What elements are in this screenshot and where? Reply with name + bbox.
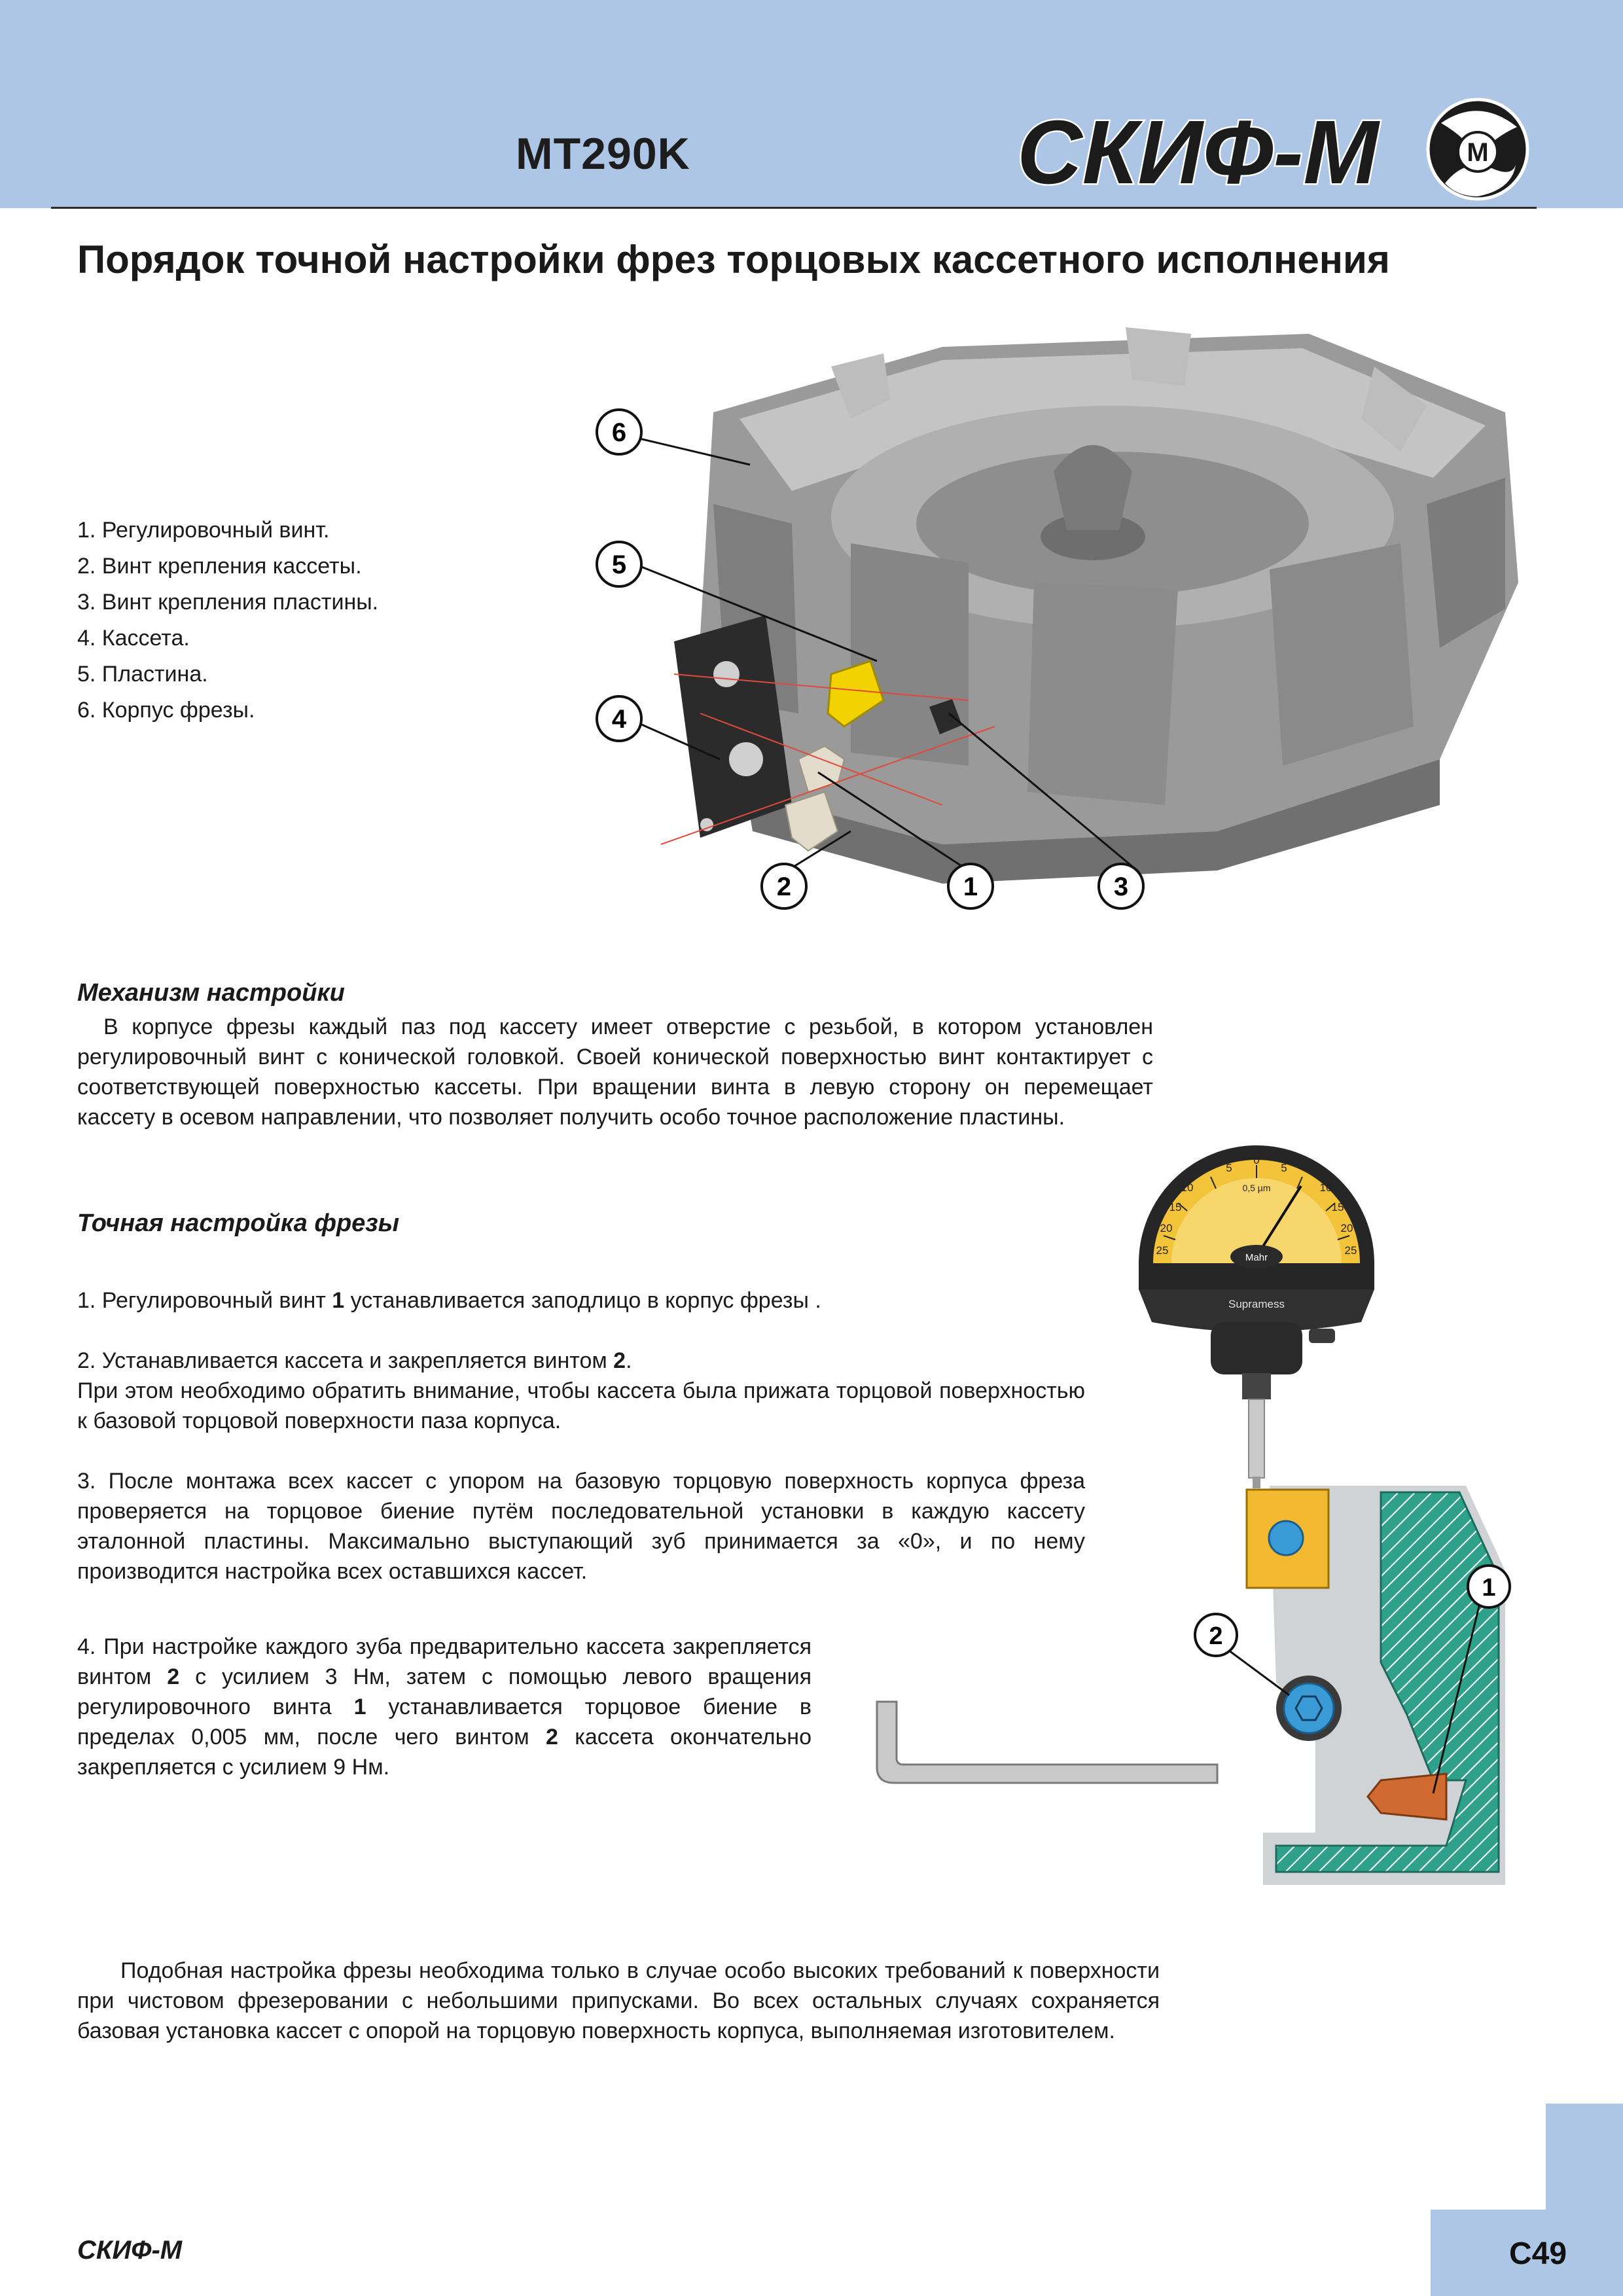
mechanism-title: Механизм настройки: [77, 979, 345, 1007]
step-2: 2. Устанавливается кассета и закрепляетс…: [77, 1346, 1085, 1436]
step-4-text: устанавливается торцовое биение в предел…: [77, 1695, 812, 1749]
parts-legend: 1. Регулировочный винт. 2. Винт креплени…: [77, 512, 548, 728]
callout-2-label: 2: [777, 872, 791, 901]
legend-item: 1. Регулировочный винт.: [77, 518, 330, 543]
precise-setup-title: Точная настройка фрезы: [77, 1210, 400, 1237]
cutter-exploded-figure: 6 5 4 2 1 3: [596, 327, 1518, 910]
dial-brand: Mahr: [1245, 1252, 1268, 1263]
leader-lines: [628, 435, 1139, 873]
section-leader-lines: [1223, 1590, 1484, 1794]
callout-6: 6: [596, 408, 643, 456]
brand-logo: СКИФ-М М: [1016, 98, 1529, 203]
page-number: C49: [1509, 2236, 1567, 2271]
dial-label: 10: [1320, 1181, 1332, 1194]
model-code: MT290K: [516, 129, 690, 179]
insert-screw-illustration: [929, 699, 962, 734]
cassette-illustration: [674, 615, 792, 838]
brand-logo-text: СКИФ-М: [1017, 102, 1380, 203]
brand-emblem-icon: М: [1426, 98, 1529, 201]
assembly-axis-lines: [660, 673, 995, 845]
step-4: 4. При настройке каждого зуба предварите…: [77, 1632, 812, 1782]
brand-emblem-letter: М: [1467, 138, 1488, 167]
step-2-text: 2. Устанавливается кассета и закрепляетс…: [77, 1348, 614, 1373]
dial-label: 5: [1281, 1162, 1287, 1174]
callout-2: 2: [760, 863, 808, 910]
section-callout-1-label: 1: [1482, 1574, 1495, 1602]
cassette-section-figure: 1 2: [876, 1486, 1511, 1885]
step-4-ref: 1: [353, 1695, 366, 1719]
dial-label: 20: [1341, 1222, 1353, 1234]
cutter-body-illustration: [700, 327, 1518, 884]
callout-5-label: 5: [612, 550, 626, 579]
section-callout-2-label: 2: [1209, 1623, 1222, 1650]
conclusion-text: Подобная настройка фрезы необходима толь…: [77, 1958, 1160, 2043]
step-1-text: 1. Регулировочный винт: [77, 1288, 332, 1313]
insert-illustration: [827, 660, 885, 728]
dial-resolution: 0,5 µm: [1242, 1183, 1270, 1193]
callout-4: 4: [596, 695, 643, 742]
insert-section: [1245, 1488, 1330, 1589]
step-2-text-end: .: [626, 1348, 632, 1373]
dial-label: 20: [1160, 1222, 1173, 1234]
header-band: [0, 0, 1623, 208]
dial-label: 25: [1156, 1244, 1169, 1257]
mechanism-text: В корпусе фрезы каждый паз под кассету и…: [77, 1014, 1153, 1130]
callout-3: 3: [1097, 863, 1145, 910]
step-4-ref: 2: [545, 1725, 558, 1749]
legend-item: 5. Пластина.: [77, 662, 208, 687]
callout-3-label: 3: [1114, 872, 1128, 901]
dial-needle: [1255, 1185, 1302, 1258]
header-rule: [51, 207, 1537, 209]
step-4-text: кассета окончательно закрепляется с усил…: [77, 1725, 812, 1780]
dial-scale-ticks: [1163, 1165, 1350, 1240]
callout-6-label: 6: [612, 418, 626, 447]
cassette-screw-section: [1276, 1676, 1342, 1741]
legend-item: 4. Кассета.: [77, 626, 190, 651]
hex-key-icon: [876, 1700, 1219, 1784]
step-4-ref: 2: [167, 1664, 180, 1689]
step-1: 1. Регулировочный винт 1 устанавливается…: [77, 1285, 1085, 1316]
dial-label: 5: [1226, 1162, 1232, 1174]
dial-label: 10: [1181, 1181, 1194, 1194]
dial-indicator-body: [1139, 1145, 1374, 1488]
step-4-text: 4. При настройке каждого зуба предварите…: [77, 1634, 812, 1689]
step-2-ref: 2: [613, 1348, 626, 1373]
page-title: Порядок точной настройки фрез торцовых к…: [77, 238, 1390, 281]
step-1-ref: 1: [332, 1288, 345, 1313]
callout-1: 1: [947, 863, 994, 910]
section-callout-1: 1: [1467, 1564, 1511, 1609]
cassette-screw-illustration: [784, 791, 839, 852]
step-4-text: с усилием 3 Нм, затем с помощью левого в…: [77, 1664, 812, 1719]
section-callout-2: 2: [1194, 1613, 1238, 1657]
dial-label: 0: [1253, 1154, 1259, 1166]
dial-label: 25: [1345, 1244, 1357, 1257]
footer-brand: СКИФ-М: [77, 2236, 183, 2265]
step-1-text-end: устанавливается заподлицо в корпус фрезы…: [344, 1288, 821, 1313]
callout-4-label: 4: [612, 705, 627, 734]
page-number-tab: [1431, 2210, 1623, 2296]
callout-1-label: 1: [963, 872, 978, 901]
dial-label: 15: [1169, 1201, 1182, 1213]
legend-item: 3. Винт крепления пластины.: [77, 590, 379, 615]
step-2-note: При этом необходимо обратить внимание, ч…: [77, 1378, 1085, 1433]
dial-indicator-figure: 5 0 5 10 15 20 25 10 15 20 25 0,5 µm Mah…: [1139, 1145, 1374, 1488]
legend-item: 2. Винт крепления кассеты.: [77, 554, 362, 579]
adjusting-screw-section: [1366, 1772, 1448, 1821]
dial-brand-badge: Mahr: [1230, 1245, 1283, 1268]
callout-5: 5: [596, 541, 643, 588]
dial-model: Supramess: [1228, 1298, 1285, 1310]
legend-item: 6. Корпус фрезы.: [77, 698, 255, 723]
step-3: 3. После монтажа всех кассет с упором на…: [77, 1469, 1085, 1584]
dial-label: 15: [1332, 1201, 1344, 1213]
adjusting-screw-illustration: [797, 745, 846, 793]
